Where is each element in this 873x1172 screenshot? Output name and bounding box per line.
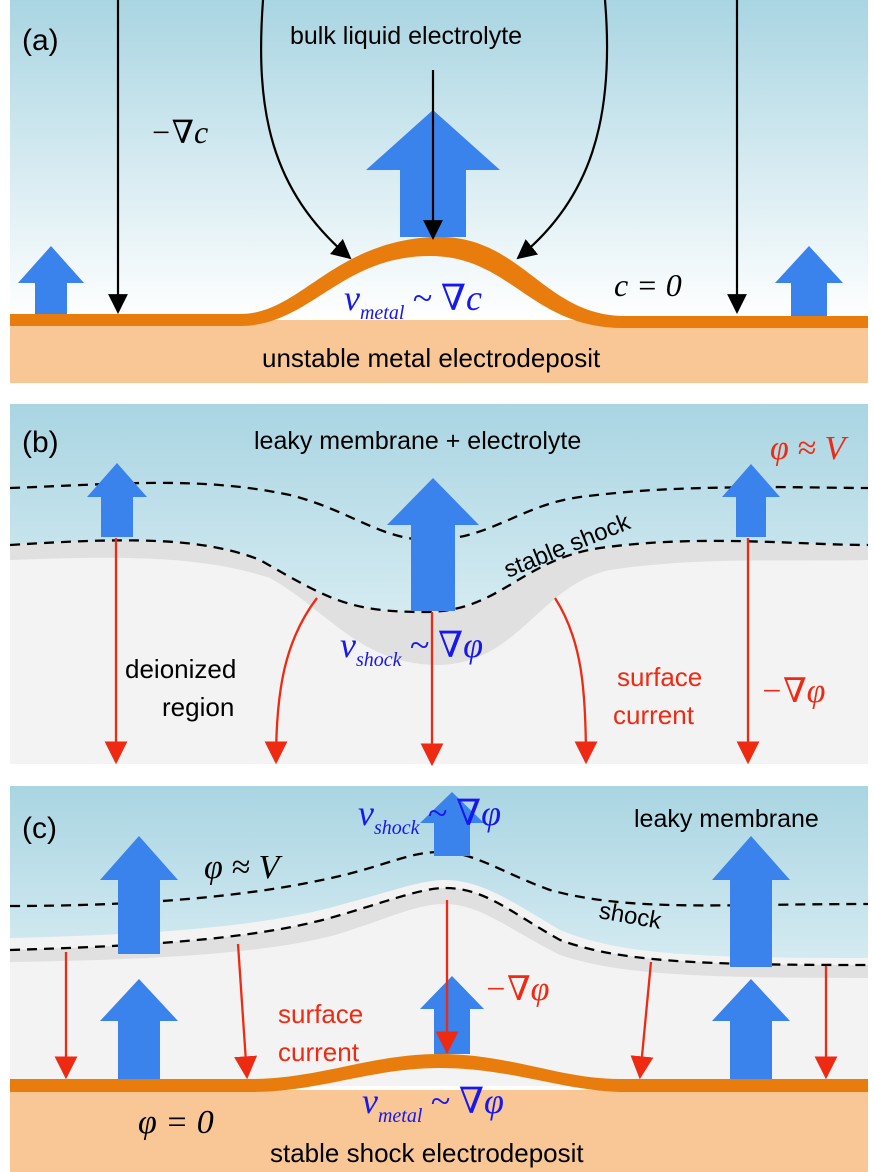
panel-c-deionized-region [10,880,868,1086]
panel-c-shock-band [10,888,868,978]
panel-c-phi-zero: φ = 0 [138,1104,214,1141]
panel-b-deionized-1: deionized [125,654,236,684]
blue-arrow-c-lower-right [712,979,790,1079]
red-arrow-b-curve-left [264,597,318,765]
blue-arrow-b-right [722,464,780,537]
blue-arrow-a-left [18,246,84,314]
panel-b-title: leaky membrane + electrolyte [254,427,581,455]
black-arrow-a-curve-left [260,0,352,260]
panel-c-deposit [10,1090,868,1172]
panel-b: (b) leaky membrane + electrolyte φ ≈ V s… [9,404,869,767]
panel-a-metal-surface [10,236,868,328]
panel-b-surface-2: current [613,700,695,730]
svg-text:vmetal~ ∇c: vmetal~ ∇c [344,278,482,324]
panel-a-tag: (a) [22,24,59,57]
panel-c-metal-surface [10,1054,868,1092]
panel-a-electrolyte-label: bulk liquid electrolyte [290,22,522,50]
svg-text:vshock~ ∇φ: vshock~ ∇φ [340,625,483,671]
blue-arrow-c-upper-right [712,836,790,967]
blue-arrow-b-center [387,478,479,611]
panel-c-surface-1: surface [278,999,363,1029]
panel-a-c-zero: c = 0 [614,267,682,303]
panel-a-deposit [10,320,868,383]
panel-b-shock-band [10,540,868,665]
panel-a: (a) bulk liquid electrolyte −∇c c = 0 vm… [10,0,868,383]
blue-arrow-c-lower-left [100,979,178,1079]
panel-c: (c) leaky membrane vshock~ ∇φ φ ≈ V shoc… [9,786,869,1172]
panel-c-tag: (c) [22,812,57,845]
blue-arrow-a-right [775,246,843,316]
panel-c-v-metal: vmetal~ ∇φ [362,1081,504,1127]
blue-arrow-c-upper-left [100,836,178,954]
panel-c-surface-2: current [278,1037,360,1067]
blue-arrow-c-upper-center [420,792,484,856]
svg-text:vmetal~ ∇φ: vmetal~ ∇φ [362,1081,504,1127]
panel-b-grad-phi: −∇φ [760,673,826,710]
panel-a-v-metal: vmetal~ ∇c [344,278,482,324]
panel-b-tag: (b) [22,426,59,459]
red-arrow-c-2 [234,943,258,1080]
black-arrow-a-curve-right [516,0,609,260]
panel-c-deposit-label: stable shock electrodeposit [270,1138,584,1168]
panel-c-v-shock: vshock~ ∇φ [358,793,501,839]
panel-c-shock-upper [9,850,869,908]
red-arrow-b-curve-right [554,597,598,765]
panel-c-shock-lower [9,886,869,967]
panel-b-surface-1: surface [617,662,702,692]
panel-a-deposit-label: unstable metal electrodeposit [262,343,601,373]
red-arrow-c-4 [630,961,654,1080]
blue-arrow-b-left [87,463,147,537]
panel-b-v-shock: vshock~ ∇φ [340,625,483,671]
panel-c-grad-phi: −∇φ [484,971,550,1008]
svg-text:vshock~ ∇φ: vshock~ ∇φ [358,793,501,839]
panel-c-title: leaky membrane [634,805,819,833]
panel-c-phi-v: φ ≈ V [204,849,283,886]
panel-b-deionized-2: region [162,692,234,722]
panel-b-shock-lower [9,539,869,614]
panel-a-grad-c: −∇c [150,114,208,150]
panel-b-phi-v: φ ≈ V [770,430,849,467]
